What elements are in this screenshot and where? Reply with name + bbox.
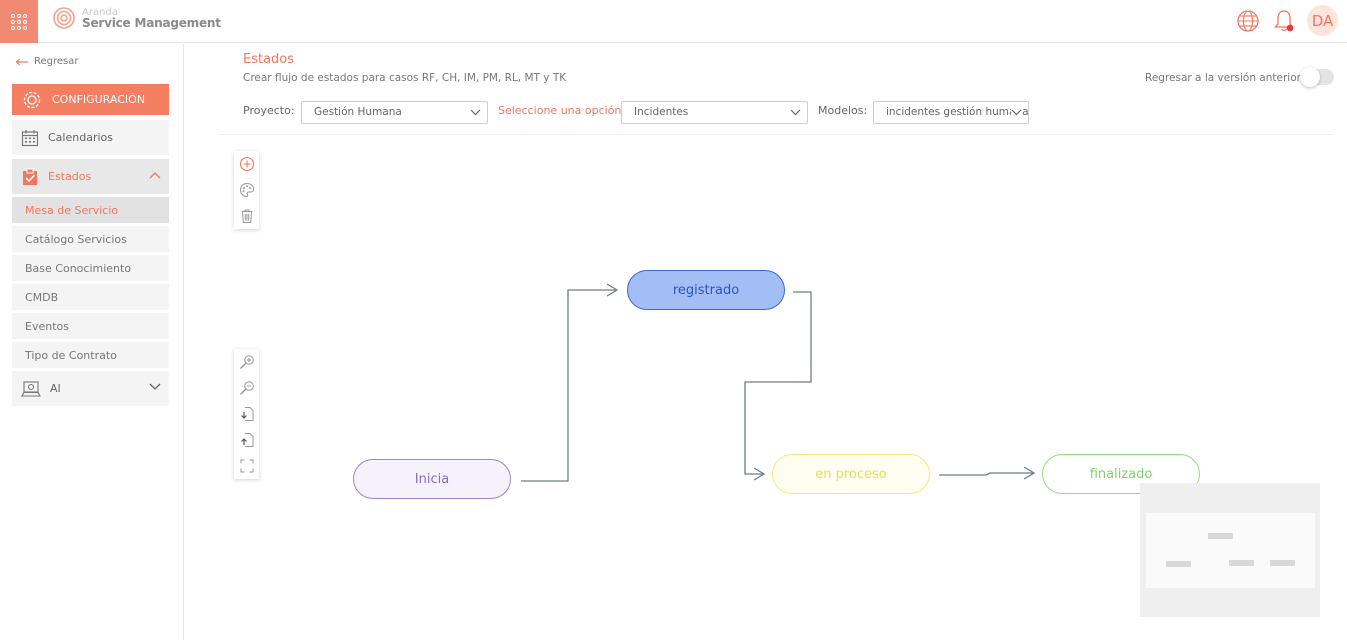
page-title: Estados <box>243 52 295 67</box>
page-subtitle: Crear flujo de estados para casos RF, CH… <box>243 72 567 84</box>
palette-icon <box>239 182 254 198</box>
state-node-label: en proceso <box>815 466 887 482</box>
minimap-node <box>1166 561 1191 567</box>
minimap-node <box>1208 533 1233 539</box>
aranda-logo-icon <box>53 7 75 29</box>
sidebar-item-label: AI <box>50 382 61 395</box>
brand-logo: Aranda Service Management <box>52 6 221 30</box>
add-node-button[interactable] <box>234 151 259 177</box>
edge-inicia-registrado <box>521 289 616 482</box>
state-node-label: Inicia <box>414 471 450 487</box>
ai-icon <box>21 380 41 397</box>
previous-version-toggle[interactable] <box>1300 67 1334 87</box>
arrowhead <box>753 467 766 481</box>
user-avatar[interactable]: DA <box>1307 5 1338 36</box>
option-select[interactable]: Incidentes <box>621 101 808 124</box>
fit-screen-button[interactable] <box>234 453 259 479</box>
sidebar-item-estados[interactable]: Estados <box>12 159 169 194</box>
edit-toolbar <box>234 151 259 229</box>
minimap-viewport <box>1146 513 1315 588</box>
sidebar-item-label: Estados <box>48 170 92 183</box>
state-node-label: finalizado <box>1089 466 1153 482</box>
import-button[interactable] <box>234 401 259 427</box>
chevron-down-icon <box>1011 102 1022 123</box>
apps-grid-button[interactable] <box>0 0 38 43</box>
project-select-value: Gestión Humana <box>314 106 402 118</box>
file-download-icon <box>240 407 253 421</box>
minimap-node <box>1229 560 1254 566</box>
notification-bell-icon[interactable] <box>1272 8 1296 34</box>
palette-button[interactable] <box>234 177 259 203</box>
arrowhead <box>606 283 619 297</box>
trash-icon <box>241 209 252 223</box>
top-bar: Aranda Service Management DA <box>0 0 1347 43</box>
back-link[interactable]: Regresar <box>15 56 79 67</box>
calendar-icon <box>21 129 39 146</box>
chevron-down-icon[interactable] <box>149 383 161 391</box>
toggle-knob <box>1300 67 1320 87</box>
view-toolbar <box>234 349 259 479</box>
globe-icon[interactable] <box>1235 8 1261 34</box>
back-label: Regresar <box>34 56 79 67</box>
configuration-label: CONFIGURACIÓN <box>52 93 146 106</box>
diagram-minimap[interactable] <box>1140 483 1320 617</box>
models-label: Modelos: <box>818 104 868 117</box>
zoom-in-icon <box>239 355 254 369</box>
previous-version-label: Regresar a la versión anterior <box>1145 72 1301 84</box>
state-node-registrado[interactable]: registrado <box>627 270 785 310</box>
zoom-out-icon <box>239 381 254 395</box>
export-button[interactable] <box>234 427 259 453</box>
delete-button[interactable] <box>234 203 259 229</box>
option-select-value: Incidentes <box>634 106 689 118</box>
zoom-out-button[interactable] <box>234 375 259 401</box>
configuration-button[interactable]: CONFIGURACIÓN <box>12 84 169 115</box>
submenu-item-cmdb[interactable]: CMDB <box>12 284 169 310</box>
edge-registrado-en-proceso <box>744 291 812 475</box>
add-circle-icon <box>239 156 254 172</box>
state-node-inicia[interactable]: Inicia <box>353 459 511 499</box>
zoom-in-button[interactable] <box>234 349 259 375</box>
sidebar: Regresar CONFIGURACIÓN Calendarios <box>0 44 184 640</box>
state-node-en-proceso[interactable]: en proceso <box>772 454 930 494</box>
divider <box>219 134 1333 135</box>
submenu-item-mesa-de-servicio[interactable]: Mesa de Servicio <box>12 197 169 223</box>
sidebar-item-calendarios[interactable]: Calendarios <box>12 120 169 155</box>
submenu-item-tipo-de-contrato[interactable]: Tipo de Contrato <box>12 342 169 368</box>
submenu-item-eventos[interactable]: Eventos <box>12 313 169 339</box>
checklist-icon <box>23 168 37 185</box>
fullscreen-icon <box>240 459 253 473</box>
arrowhead <box>1023 466 1036 480</box>
gear-icon <box>23 91 41 108</box>
submenu-item-catalogo-servicios[interactable]: Catálogo Servicios <box>12 226 169 252</box>
state-node-label: registrado <box>672 282 740 298</box>
arrow-left-icon <box>15 58 28 65</box>
sidebar-item-label: Calendarios <box>48 131 113 144</box>
file-upload-icon <box>240 433 253 447</box>
brand-name: Service Management <box>82 16 221 30</box>
brand-small-text: Aranda <box>82 7 118 18</box>
models-select-value: incidentes gestión humana <box>886 106 1029 118</box>
chevron-down-icon <box>470 109 481 116</box>
apps-grid-icon <box>11 13 27 30</box>
submenu-item-base-conocimiento[interactable]: Base Conocimiento <box>12 255 169 281</box>
models-select[interactable]: incidentes gestión humana <box>873 101 1029 124</box>
project-select[interactable]: Gestión Humana <box>301 101 488 124</box>
chevron-up-icon[interactable] <box>149 171 161 179</box>
edge-en-proceso-finalizado <box>939 472 1033 476</box>
minimap-node <box>1270 560 1295 566</box>
project-label: Proyecto: <box>243 104 295 117</box>
option-label: Seleccione una opción <box>498 104 622 117</box>
sidebar-item-ai[interactable]: AI <box>12 371 169 406</box>
chevron-down-icon <box>790 109 801 116</box>
